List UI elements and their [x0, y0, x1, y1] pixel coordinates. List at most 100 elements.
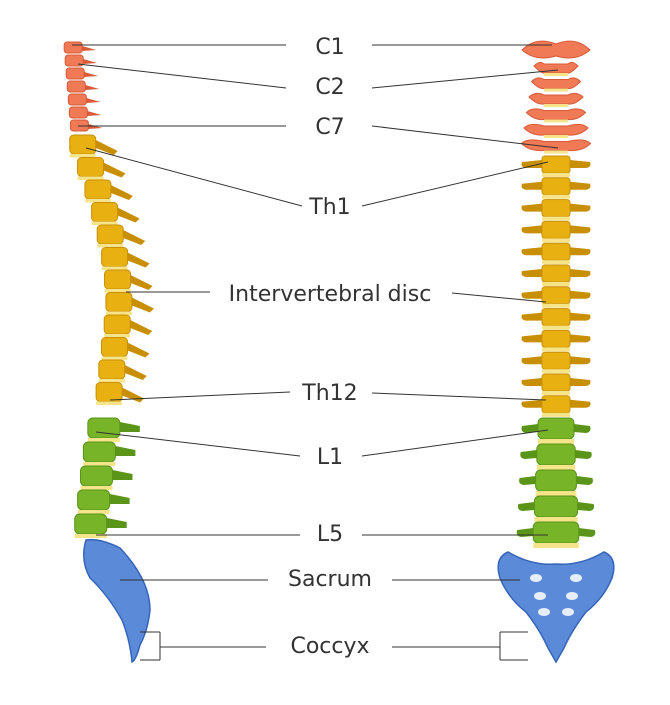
- frontal-thoracic-vertebra: [541, 395, 571, 414]
- frontal-transverse-process-left: [521, 269, 542, 277]
- lateral-lumbar-vertebra: [82, 441, 116, 463]
- lateral-sacrum: [83, 538, 151, 664]
- lateral-spine-view: [63, 41, 154, 664]
- frontal-lumbar-process-left: [519, 476, 536, 485]
- lateral-spinous-process: [127, 342, 150, 358]
- leader-line: [361, 161, 549, 207]
- frontal-thoracic-vertebra: [541, 286, 571, 305]
- frontal-transverse-process-right: [570, 334, 591, 343]
- frontal-disc: [535, 491, 577, 496]
- frontal-transverse-process-left: [521, 181, 542, 190]
- frontal-disc: [542, 369, 570, 374]
- label-coccyx: Coccyx: [290, 634, 370, 659]
- label-th12: Th12: [302, 381, 358, 406]
- leader-line: [371, 392, 547, 401]
- sacral-foramen: [570, 574, 582, 582]
- frontal-transverse-process-right: [570, 181, 591, 190]
- lateral-thoracic-vertebra: [101, 247, 129, 267]
- leader-line: [77, 63, 287, 89]
- frontal-transverse-process-right: [570, 160, 591, 168]
- frontal-disc: [544, 104, 568, 107]
- label-c7: C7: [315, 115, 345, 140]
- frontal-disc: [542, 347, 570, 352]
- lateral-disc: [98, 379, 125, 383]
- frontal-disc: [542, 260, 570, 265]
- frontal-transverse-process-right: [570, 203, 591, 212]
- frontal-transverse-process-right: [570, 290, 591, 299]
- leader-lines: [72, 44, 559, 661]
- sacral-foramen: [538, 608, 550, 616]
- frontal-transverse-process-right: [570, 312, 591, 321]
- lateral-lumbar-vertebra: [79, 465, 113, 487]
- lateral-cervical-vertebra: [66, 80, 86, 93]
- lateral-disc: [104, 334, 131, 338]
- frontal-thoracic-vertebra: [541, 264, 571, 283]
- frontal-disc: [533, 543, 579, 548]
- lateral-cervical-vertebra: [63, 41, 83, 54]
- frontal-lumbar-process-right: [574, 424, 591, 433]
- frontal-cervical-vertebra: [528, 92, 584, 105]
- lateral-spinous-process: [127, 252, 150, 268]
- lateral-disc: [91, 221, 118, 225]
- lateral-thoracic-vertebra: [95, 382, 123, 402]
- frontal-transverse-process-right: [570, 356, 591, 365]
- frontal-disc: [542, 412, 570, 417]
- lateral-disc: [97, 244, 124, 248]
- lateral-disc: [80, 486, 113, 490]
- lateral-lumbar-process: [115, 446, 136, 456]
- label-l5: L5: [316, 522, 344, 547]
- lateral-lumbar-process: [109, 494, 130, 504]
- lateral-spinous-process: [130, 320, 153, 335]
- sacral-foramen: [566, 592, 578, 600]
- label-th1: Th1: [309, 195, 351, 220]
- frontal-disc: [544, 135, 568, 138]
- frontal-thoracic-vertebra: [541, 329, 571, 348]
- lateral-disc: [77, 176, 104, 180]
- frontal-lumbar-vertebra: [535, 469, 577, 492]
- leader-line: [371, 125, 559, 149]
- frontal-lumbar-process-left: [521, 424, 538, 433]
- label-c2: C2: [315, 75, 345, 100]
- frontal-lumbar-vertebra: [537, 417, 575, 440]
- label-sacrum: Sacrum: [288, 567, 372, 592]
- frontal-disc: [542, 303, 570, 308]
- frontal-thoracic-vertebra: [541, 242, 571, 261]
- leader-line: [85, 147, 303, 207]
- frontal-cervical-vertebra: [533, 61, 579, 74]
- frontal-lumbar-vertebra: [533, 495, 579, 518]
- lateral-disc: [69, 154, 96, 158]
- frontal-transverse-process-left: [521, 160, 542, 168]
- label-c1: C1: [315, 35, 345, 60]
- frontal-lumbar-vertebra: [536, 443, 576, 466]
- leader-line: [95, 431, 301, 457]
- lateral-disc: [87, 438, 120, 442]
- frontal-cervical-vertebra: [523, 123, 589, 136]
- lateral-disc: [84, 199, 111, 203]
- lateral-cervical-process: [83, 59, 98, 64]
- lateral-disc: [96, 401, 123, 405]
- lateral-cervical-process: [84, 72, 99, 77]
- frontal-transverse-process-left: [521, 225, 542, 234]
- frontal-disc: [542, 391, 570, 395]
- lateral-cervical-process: [82, 46, 97, 51]
- lateral-spinous-process: [124, 365, 147, 380]
- frontal-transverse-process-left: [521, 203, 542, 212]
- frontal-cervical-vertebra: [525, 108, 587, 121]
- label-intervertebral-disc: Intervertebral disc: [228, 282, 432, 307]
- lateral-cervical-vertebra: [67, 93, 87, 106]
- lateral-cervical-vertebra: [65, 67, 85, 80]
- lateral-spinous-process: [95, 140, 118, 155]
- frontal-transverse-process-right: [570, 247, 591, 256]
- frontal-transverse-process-left: [521, 399, 542, 408]
- frontal-transverse-process-left: [521, 290, 542, 299]
- lateral-disc: [101, 356, 128, 360]
- lateral-disc: [104, 289, 131, 293]
- sacral-foramen: [534, 592, 546, 600]
- frontal-transverse-process-left: [521, 312, 542, 321]
- frontal-disc: [542, 282, 570, 286]
- lateral-cervical-process: [86, 98, 101, 103]
- lateral-cervical-process: [85, 85, 100, 90]
- frontal-disc: [536, 465, 576, 470]
